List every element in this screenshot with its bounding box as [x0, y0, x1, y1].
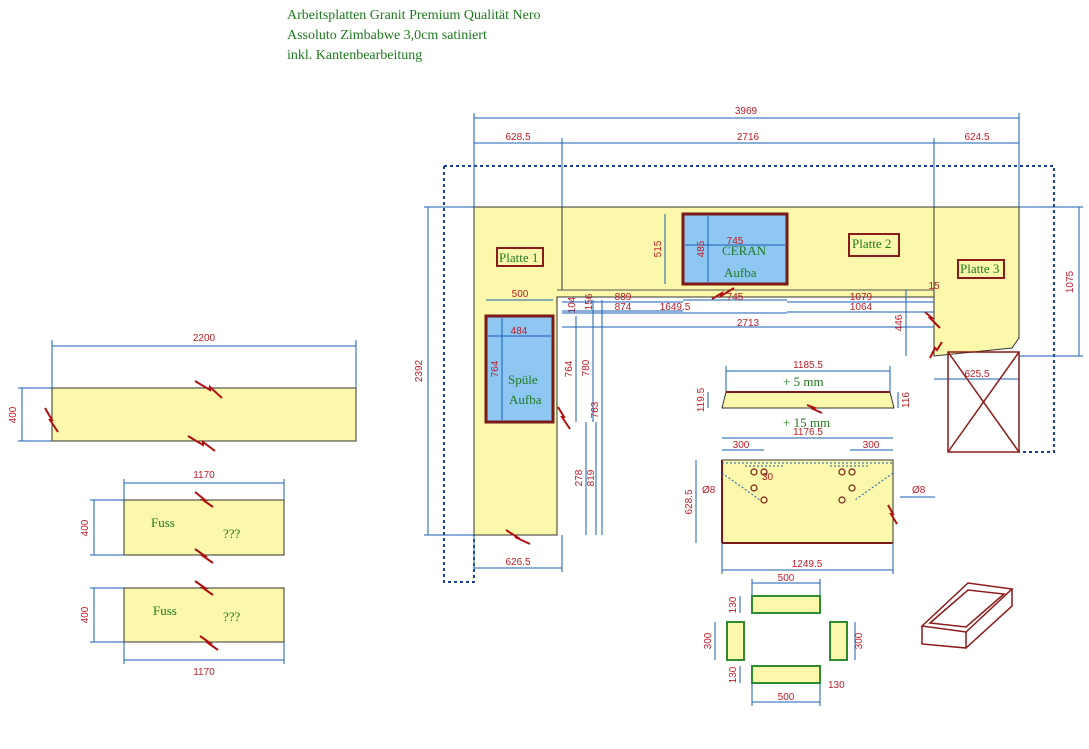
spuele-label: Spüle: [508, 372, 538, 387]
dim-763: 763: [590, 401, 601, 418]
dim-628-5: 628.5: [505, 132, 530, 143]
dim-2716: 2716: [737, 132, 760, 143]
dim-626-5: 626.5: [505, 557, 530, 568]
piece-1170-b: 1170 400 Fuss ???: [80, 580, 285, 678]
label-platte-3: Platte 3: [960, 261, 999, 276]
dim-116: 116: [901, 392, 912, 408]
header-line-1: Arbeitsplatten Granit Premium Qualität N…: [287, 8, 541, 23]
dim-1064: 1064: [850, 302, 873, 313]
label-fuss-a: Fuss: [151, 515, 175, 530]
dim-2713: 2713: [737, 318, 760, 329]
piece-2200: 2200 400: [8, 333, 357, 452]
dim-624-5: 624.5: [964, 132, 989, 143]
piece-1170-a: 1170 400 Fuss ???: [80, 470, 285, 564]
piece-2200-slab: [51, 387, 357, 442]
label-platte-1: Platte 1: [499, 250, 538, 265]
dim-278: 278: [574, 469, 585, 486]
dim-819: 819: [586, 469, 597, 486]
dim-400-a: 400: [8, 406, 19, 423]
dim-300-left: 300: [733, 440, 750, 451]
label-fuss-b: Fuss: [153, 603, 177, 618]
label-q-b: ???: [223, 609, 241, 624]
dim-300-a: 300: [703, 632, 714, 649]
main-plan: CERAN Aufba Spüle Aufba Platte 1 Platte …: [414, 106, 1083, 583]
dim-485: 485: [696, 240, 707, 257]
dim-400-b: 400: [80, 519, 91, 536]
dim-628-5-plate: 628.5: [684, 489, 695, 514]
dim-874: 874: [615, 302, 632, 313]
dim-300-b: 300: [854, 632, 865, 649]
strip-plus15: + 15 mm: [783, 415, 830, 430]
dim-889: 889: [615, 292, 632, 303]
dim-764-b: 764: [564, 360, 575, 377]
dim-780: 780: [581, 359, 592, 376]
box-sketch: [920, 582, 1014, 649]
dim-500-bottom: 500: [778, 692, 795, 703]
header-text: Arbeitsplatten Granit Premium Qualität N…: [287, 6, 541, 66]
dim-625-5: 625.5: [964, 369, 989, 380]
dim-500: 500: [512, 289, 529, 300]
header-line-3: inkl. Kantenbearbeitung: [287, 48, 423, 63]
label-q-a: ???: [223, 526, 241, 541]
spuele-cutout: [484, 314, 555, 424]
dim-1176-5: 1176.5: [793, 427, 823, 438]
dim-104: 104: [567, 296, 578, 313]
ceran-sub: Aufba: [724, 265, 757, 280]
dim-119-5: 119.5: [696, 387, 707, 412]
dim-1649-5: 1649.5: [660, 302, 691, 313]
strip-plus5: + 5 mm: [783, 374, 824, 389]
dim-1249-5: 1249.5: [792, 559, 823, 570]
dim-745-b: 745: [727, 292, 744, 303]
dim-500-top: 500: [778, 573, 795, 584]
dim-130-b: 130: [728, 666, 739, 683]
ceran-cutout: [681, 212, 789, 286]
dim-15: 15: [928, 281, 940, 292]
dim-446: 446: [894, 314, 905, 331]
dim-484: 484: [511, 326, 528, 337]
header-line-2: Assoluto Zimbabwe 3,0cm satiniert: [287, 28, 487, 43]
dim-1170-a: 1170: [193, 470, 215, 481]
label-platte-2: Platte 2: [852, 236, 891, 251]
dim-130-a: 130: [728, 596, 739, 613]
dim-2200: 2200: [193, 333, 216, 344]
dim-400-c: 400: [80, 606, 91, 623]
dim-130-c: 130: [828, 680, 845, 691]
dim-30: 30: [762, 472, 774, 483]
dia-left: Ø8: [702, 485, 716, 496]
dim-2392: 2392: [414, 359, 425, 382]
ceran-label: CERAN: [722, 243, 767, 258]
small-parts: 500 130 300 300 130 130 500: [703, 573, 865, 706]
dim-1075: 1075: [1065, 270, 1076, 293]
strip-piece: 1185.5 + 5 mm 119.5 116 + 15 mm: [696, 360, 912, 430]
dim-515: 515: [653, 240, 664, 257]
dim-764-a: 764: [490, 360, 501, 377]
dim-300-right: 300: [863, 440, 880, 451]
dim-1185-5: 1185.5: [793, 360, 823, 371]
spuele-sub: Aufba: [509, 392, 542, 407]
dim-3969: 3969: [735, 106, 758, 117]
drill-plate: 1176.5 300 300 628.5 1249.5 Ø8 Ø8 30: [684, 427, 935, 574]
dim-745-a: 745: [727, 236, 744, 247]
dia-right: Ø8: [912, 485, 926, 496]
dim-1170-b: 1170: [193, 667, 215, 678]
dim-1079: 1079: [850, 292, 873, 303]
